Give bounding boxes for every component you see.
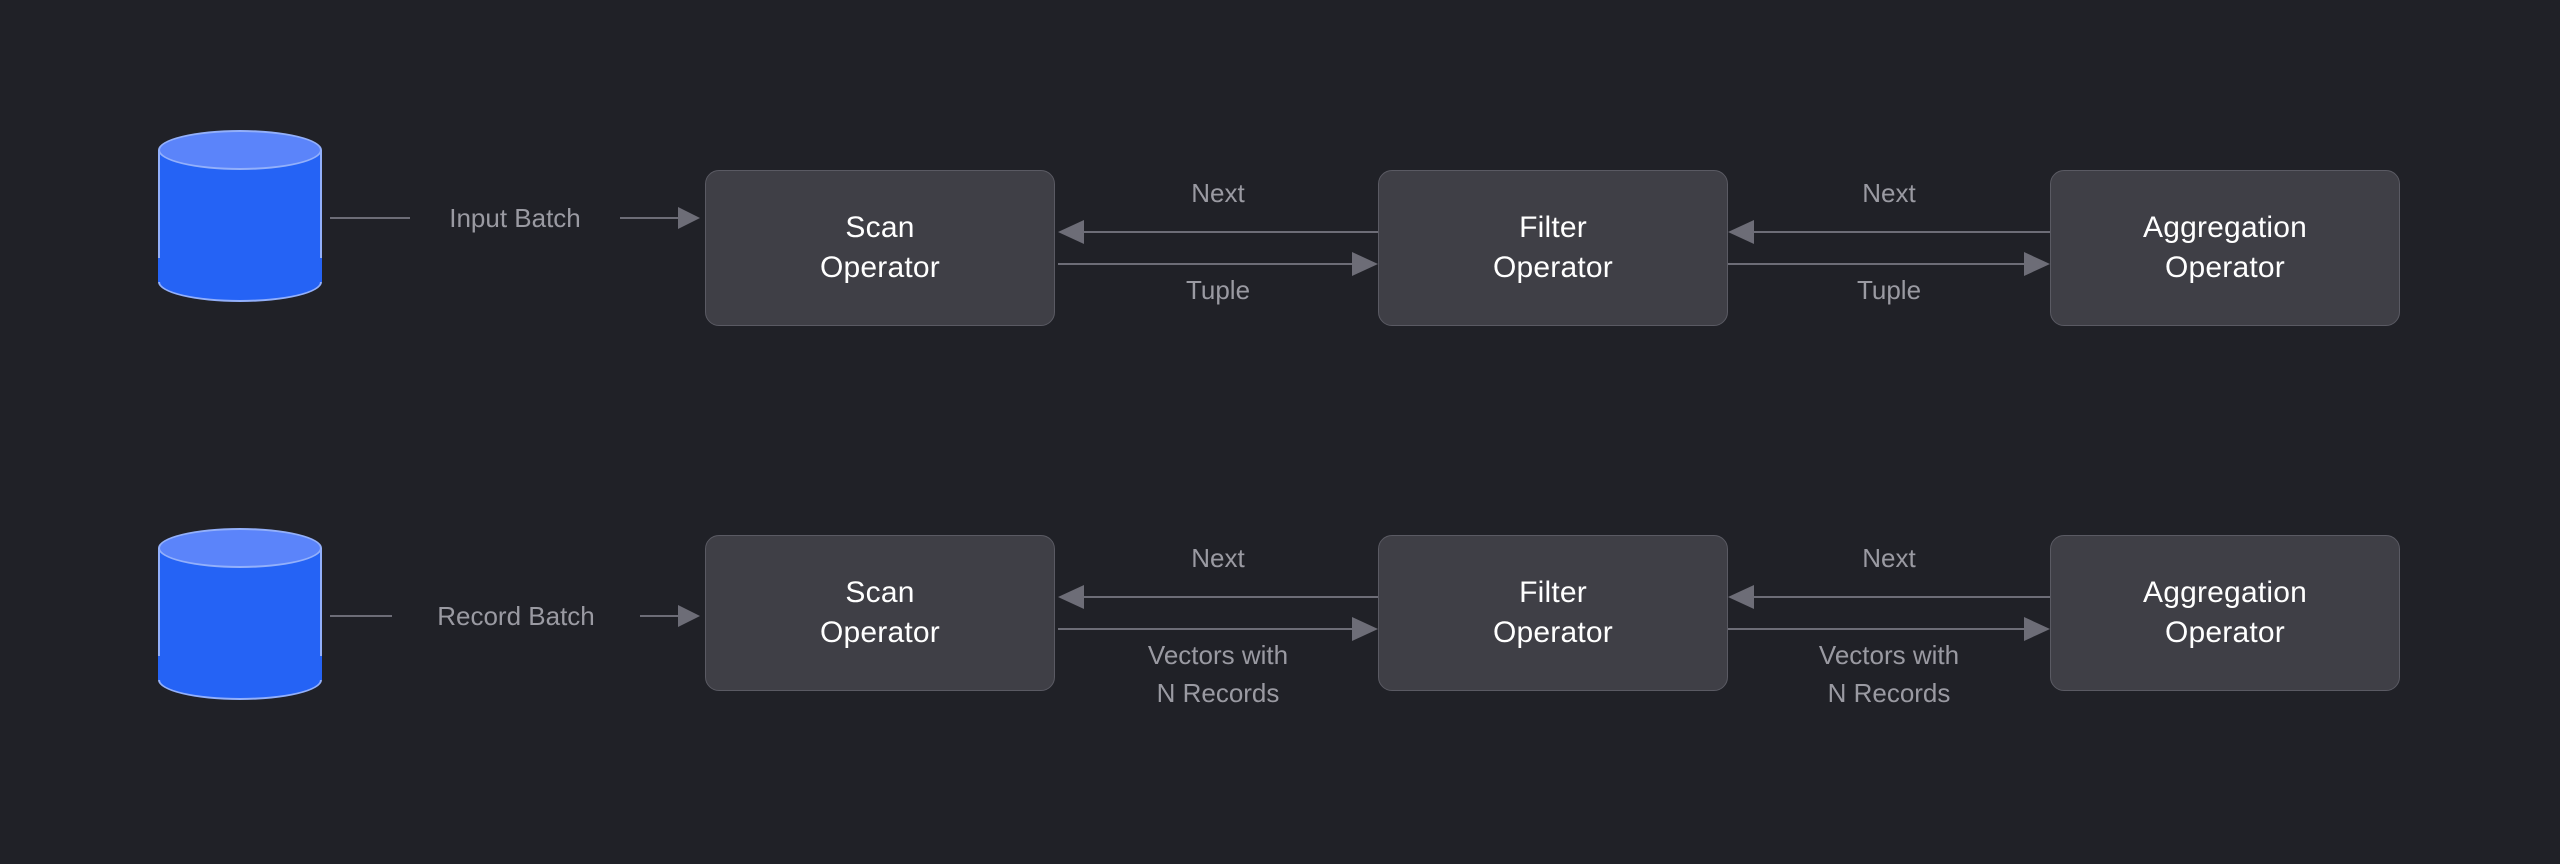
operator-title-line-2: Operator bbox=[820, 251, 940, 284]
link-label-next: Next bbox=[1862, 178, 1916, 208]
link-scan-filter: Next Tuple bbox=[1058, 171, 1378, 371]
database-cylinder-icon bbox=[158, 130, 322, 302]
link-line-upper bbox=[1080, 596, 1378, 598]
link-filter-aggregation: Next Tuple bbox=[1728, 171, 2050, 371]
arrow-head-right-icon bbox=[2024, 617, 2050, 641]
arrow-head-right-icon bbox=[678, 605, 700, 627]
arrow-head-right-icon bbox=[1352, 617, 1378, 641]
link-label-vectors: Vectors with N Records bbox=[1147, 640, 1289, 708]
link-label-vectors: Vectors with N Records bbox=[1818, 640, 1960, 708]
link-line-lower bbox=[1058, 263, 1356, 265]
link-label-next: Next bbox=[1191, 543, 1245, 573]
cylinder-body-mask bbox=[158, 656, 322, 680]
arrow-head-right-icon bbox=[678, 207, 700, 229]
link-line-upper bbox=[1750, 596, 2050, 598]
operator-title-line-2: Operator bbox=[820, 616, 940, 649]
operator-box-scan[interactable]: Scan Operator bbox=[705, 535, 1055, 691]
cylinder-top bbox=[158, 528, 322, 568]
link-scan-filter: Next Vectors with N Records bbox=[1058, 536, 1378, 736]
operator-box-scan[interactable]: Scan Operator bbox=[705, 170, 1055, 326]
feed-connector-record-batch: Record Batch bbox=[330, 586, 700, 646]
operator-box-aggregation[interactable]: Aggregation Operator bbox=[2050, 535, 2400, 691]
arrow-head-left-icon bbox=[1058, 220, 1084, 244]
feed-label-input-batch: Input Batch bbox=[410, 188, 620, 248]
feed-connector-input-batch: Input Batch bbox=[330, 188, 700, 248]
link-label-next: Next bbox=[1191, 178, 1245, 208]
operator-box-aggregation[interactable]: Aggregation Operator bbox=[2050, 170, 2400, 326]
link-label-tuple: Tuple bbox=[1185, 275, 1251, 305]
operator-box-filter[interactable]: Filter Operator bbox=[1378, 170, 1728, 326]
link-filter-aggregation: Next Vectors with N Records bbox=[1728, 536, 2050, 736]
pipeline-row-tuple-at-a-time: Input Batch Scan Operator Next Tuple Fil… bbox=[0, 120, 2560, 380]
link-line-lower bbox=[1728, 628, 2028, 630]
operator-title-line-1: Aggregation bbox=[2143, 576, 2307, 610]
operator-title-line-2: Operator bbox=[1493, 251, 1613, 284]
feed-label-record-batch: Record Batch bbox=[392, 586, 640, 646]
operator-title-line-2: Operator bbox=[1493, 616, 1613, 649]
operator-title-line-2: Operator bbox=[2165, 251, 2285, 284]
arrow-head-right-icon bbox=[1352, 252, 1378, 276]
arrow-head-right-icon bbox=[2024, 252, 2050, 276]
database-cylinder-icon bbox=[158, 528, 322, 700]
operator-title-line-1: Scan bbox=[845, 576, 915, 610]
operator-title-line-1: Scan bbox=[845, 211, 915, 245]
operator-title-line-2: Operator bbox=[2165, 616, 2285, 649]
pipeline-row-vectorized: Record Batch Scan Operator Next Vectors … bbox=[0, 490, 2560, 750]
operator-title-line-1: Aggregation bbox=[2143, 211, 2307, 245]
link-line-lower bbox=[1058, 628, 1356, 630]
cylinder-body-mask bbox=[158, 258, 322, 282]
link-line-upper bbox=[1080, 231, 1378, 233]
link-line-upper bbox=[1750, 231, 2050, 233]
link-label-next: Next bbox=[1862, 543, 1916, 573]
link-line-lower bbox=[1728, 263, 2028, 265]
link-label-tuple: Tuple bbox=[1856, 275, 1922, 305]
arrow-head-left-icon bbox=[1058, 585, 1084, 609]
operator-box-filter[interactable]: Filter Operator bbox=[1378, 535, 1728, 691]
cylinder-top bbox=[158, 130, 322, 170]
operator-title-line-1: Filter bbox=[1519, 576, 1587, 610]
operator-title-line-1: Filter bbox=[1519, 211, 1587, 245]
arrow-head-left-icon bbox=[1728, 220, 1754, 244]
arrow-head-left-icon bbox=[1728, 585, 1754, 609]
